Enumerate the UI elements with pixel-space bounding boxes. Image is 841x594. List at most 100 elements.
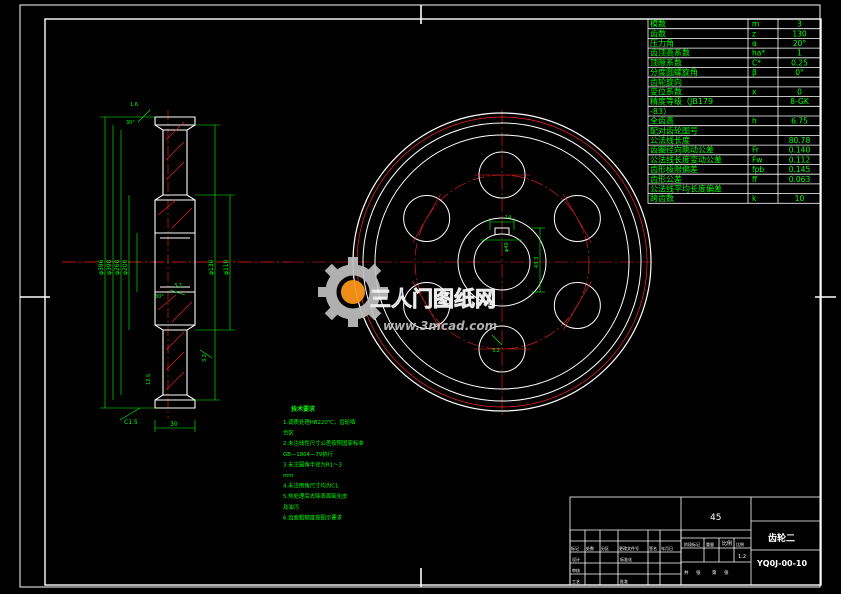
- param-label: 齿顶高系数: [650, 48, 690, 58]
- watermark-brand: 三人门图纸网: [370, 287, 496, 311]
- param-symbol: fpb: [752, 165, 764, 174]
- title-block-header-cell: 处数: [586, 545, 594, 551]
- param-symbol: Fr: [752, 146, 760, 155]
- section-lower-half: [154, 291, 196, 409]
- front-dimension-lines: [480, 218, 545, 346]
- roughness-left: 12.5: [146, 374, 152, 385]
- param-label: 全齿高: [650, 116, 674, 126]
- section-dimension-lines: [100, 109, 235, 432]
- keyway: [494, 227, 510, 235]
- param-value: 0°: [795, 68, 804, 77]
- param-symbol: z: [752, 29, 756, 38]
- technical-requirements: 技术要求 1.调质处理HB220℃，齿轮啮合区2.未注线性尺寸公差按照国家标准G…: [283, 405, 364, 521]
- param-value: 0.145: [789, 165, 811, 174]
- roughness-hub: 3.2: [174, 283, 182, 289]
- tech-requirement-line: 2.未注线性尺寸公差按照国家标准: [283, 439, 364, 447]
- lightening-hole: [403, 195, 451, 242]
- title-block-sheet: 张: [696, 569, 701, 576]
- param-symbol: α: [752, 39, 757, 48]
- title-block-stage: 比例: [736, 541, 744, 547]
- front-roughness: 3.2: [492, 348, 500, 354]
- section-hatching: [157, 121, 193, 391]
- param-value: 130: [792, 29, 807, 38]
- title-block: [569, 496, 822, 586]
- param-label: 齿形极限偏差: [650, 164, 698, 174]
- gear-section-view: φ396 φ390 φ260 φ200 φ130 φ110 30 C1.5 1.…: [62, 102, 290, 432]
- section-upper-half: [154, 116, 196, 234]
- dim-chamfer: C1.5: [124, 419, 138, 426]
- param-label: 变位系数: [650, 87, 682, 97]
- title-block-role: 工艺: [572, 579, 580, 584]
- param-value: 0.063: [789, 175, 811, 184]
- param-label: -83）: [650, 107, 671, 116]
- param-value: 3: [797, 20, 802, 29]
- param-label: 顶隙系数: [650, 57, 682, 67]
- param-value: 0.25: [791, 58, 808, 67]
- roughness-angle: 30°: [126, 120, 135, 126]
- title-block-header-cell: 更改文件号: [619, 545, 639, 551]
- rim-inner-circle: [374, 134, 630, 390]
- param-value: 8-GK: [790, 97, 810, 106]
- param-symbol: C*: [752, 58, 761, 67]
- title-block-role: 审核: [572, 567, 580, 573]
- roughness-hub-angle: 30°: [155, 294, 164, 300]
- hole-center-line: [563, 194, 592, 243]
- watermark-url: www.3mcad.com: [383, 319, 497, 333]
- title-block-labels: 标记处数分区更改文件号签名年月日设计标准化审核工艺批准阶段标记重量比例共张第张: [571, 541, 744, 584]
- title-block-header-cell: 标记: [571, 545, 579, 551]
- title-block-header-cell: 签名: [649, 545, 657, 551]
- root-circle: [362, 122, 642, 402]
- tech-requirement-line: 合区: [283, 429, 294, 437]
- param-symbol: m: [752, 20, 759, 29]
- param-symbol: x: [752, 88, 757, 97]
- hole-center-line: [412, 281, 441, 330]
- hole-center-line: [563, 281, 592, 330]
- param-value: 10: [795, 194, 805, 203]
- watermark-logo: 三人门图纸网 www.3mcad.com: [318, 257, 497, 333]
- param-value: 80.78: [789, 136, 811, 145]
- dim-pitch-diameter: φ390: [106, 259, 113, 275]
- title-block-stage: 重量: [706, 541, 714, 547]
- tech-requirements-title: 技术要求: [291, 405, 316, 413]
- tech-requirement-line: 4.未注倒角尺寸均为C1: [283, 482, 338, 490]
- hole-center-line: [412, 194, 441, 243]
- roughness-top: 1.6: [130, 102, 138, 108]
- tech-requirement-line: 3.未注圆角半径为R1～3: [283, 460, 342, 468]
- tech-requirement-line: 及油污: [283, 503, 300, 511]
- roughness-bottom: 3.2: [202, 354, 208, 362]
- title-block-role: 批准: [620, 578, 628, 584]
- title-block-sheet: 第: [712, 569, 717, 576]
- drawing-number: YQ0J-00-10: [756, 559, 807, 568]
- material: 45: [710, 513, 721, 523]
- tech-requirement-line: 5.热处理后去除表面氧化皮: [283, 492, 348, 500]
- param-value: 6.75: [791, 117, 808, 126]
- param-symbol: Fw: [752, 155, 762, 164]
- tech-requirement-line: 1.调质处理HB220℃，齿轮啮: [283, 418, 356, 426]
- title-block-header-cell: 年月日: [661, 545, 673, 551]
- dim-outer-diameter: φ396: [98, 259, 105, 275]
- param-symbol: k: [752, 194, 757, 203]
- param-label: 跨齿数: [650, 193, 674, 203]
- param-value: 0.140: [789, 146, 811, 155]
- lightening-hole: [403, 282, 451, 329]
- watermark-gear-icon: [318, 257, 388, 327]
- param-label: 模数: [650, 19, 666, 29]
- gear-front-view: 14 43.3 φ40 3.2: [290, 110, 652, 415]
- param-label: 公法线平均长度偏差: [650, 184, 722, 194]
- param-symbol: h: [752, 117, 757, 126]
- dim-web-diameter: φ200: [122, 259, 129, 275]
- title-block-role: 标准化: [620, 556, 632, 562]
- tech-requirement-line: mm: [283, 473, 294, 479]
- dim-face-width: 30: [170, 421, 178, 428]
- param-symbol: β: [752, 68, 757, 77]
- param-label: 齿轮旋向: [650, 77, 682, 87]
- outer-border: [19, 4, 821, 588]
- lightening-hole: [553, 195, 601, 242]
- param-value: 0.112: [789, 155, 811, 164]
- param-symbol: ha*: [752, 49, 765, 58]
- param-symbol: ff: [752, 175, 758, 184]
- part-name: 齿轮二: [768, 532, 795, 544]
- param-label: 齿数: [650, 28, 666, 38]
